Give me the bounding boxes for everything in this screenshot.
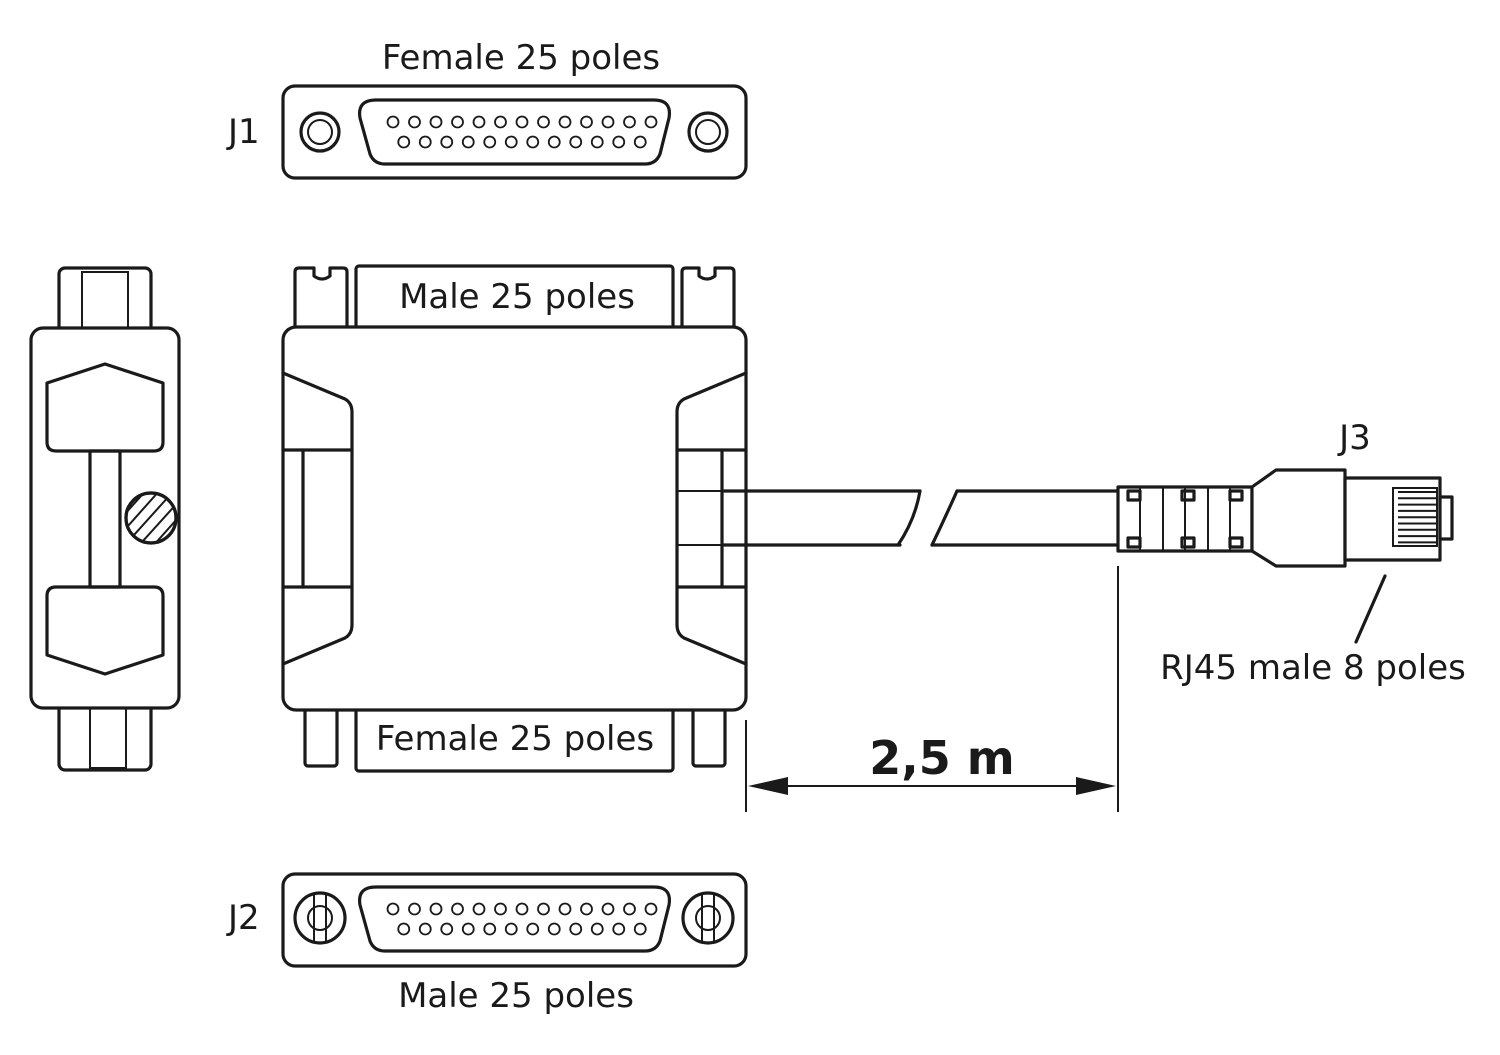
j1-pin [526, 135, 540, 149]
j2-pin [451, 902, 464, 916]
j1-pin [558, 115, 572, 129]
j2-pin [494, 902, 507, 916]
j2-pin [623, 902, 636, 916]
j2-pin [515, 902, 529, 916]
j1-pin [537, 115, 550, 129]
j1-pin [547, 135, 561, 149]
j2-pin [429, 902, 443, 916]
cable [720, 489, 1120, 547]
j2-pin [504, 922, 518, 936]
j2-pin [397, 922, 411, 936]
j1-pin [580, 115, 593, 129]
j3-rj45-plug [1116, 468, 1454, 644]
j1-pin [494, 115, 507, 129]
j1-pin [483, 135, 497, 149]
j2-pin [569, 922, 583, 936]
j1-type-label: Female 25 poles [382, 38, 660, 78]
j1-pin [644, 115, 658, 129]
j2-pin [526, 922, 540, 936]
j2-pin [483, 922, 497, 936]
j1-pin [623, 115, 636, 129]
j2-pin [386, 902, 400, 916]
j2-pin [408, 902, 421, 916]
j2-connector-face [281, 872, 748, 968]
adapter-side-view [29, 266, 181, 772]
j2-pin [461, 922, 475, 936]
j2-pin [537, 902, 550, 916]
j1-pin [408, 115, 421, 129]
j1-pin [504, 135, 518, 149]
j2-pin [633, 922, 647, 936]
j1-pin [612, 135, 626, 149]
j2-pin [580, 902, 593, 916]
adapter-front-view [281, 264, 748, 773]
j1-pin [472, 115, 486, 129]
j3-id-label: J3 [1337, 418, 1371, 458]
j1-pin [397, 135, 411, 149]
j2-pin [612, 922, 626, 936]
j2-pin [590, 922, 604, 936]
cable-length-label: 2,5 m [869, 731, 1014, 785]
j1-pin [590, 135, 604, 149]
j2-pin [547, 922, 561, 936]
j1-pin [429, 115, 443, 129]
adapter-top-label: Male 25 poles [399, 277, 635, 317]
j2-pin [644, 902, 658, 916]
j2-pin [558, 902, 572, 916]
j1-pin [601, 115, 615, 129]
j1-pin [386, 115, 400, 129]
j2-id-label: J2 [226, 898, 260, 938]
j1-pin [461, 135, 475, 149]
j1-id-label: J1 [226, 112, 260, 152]
j2-pin [472, 902, 486, 916]
j3-type-label: RJ45 male 8 poles [1160, 648, 1466, 688]
j2-pin [440, 922, 454, 936]
j1-pin [633, 135, 647, 149]
j1-connector-face [281, 84, 748, 180]
j1-pin [418, 135, 432, 149]
j1-pin [515, 115, 529, 129]
adapter-bottom-label: Female 25 poles [376, 719, 654, 759]
dimension-arrow [745, 566, 1119, 812]
j1-pin [440, 135, 454, 149]
j2-pin [418, 922, 432, 936]
j1-pin [451, 115, 464, 129]
j2-pin [601, 902, 615, 916]
j2-type-label: Male 25 poles [398, 976, 634, 1016]
j1-pin [569, 135, 583, 149]
